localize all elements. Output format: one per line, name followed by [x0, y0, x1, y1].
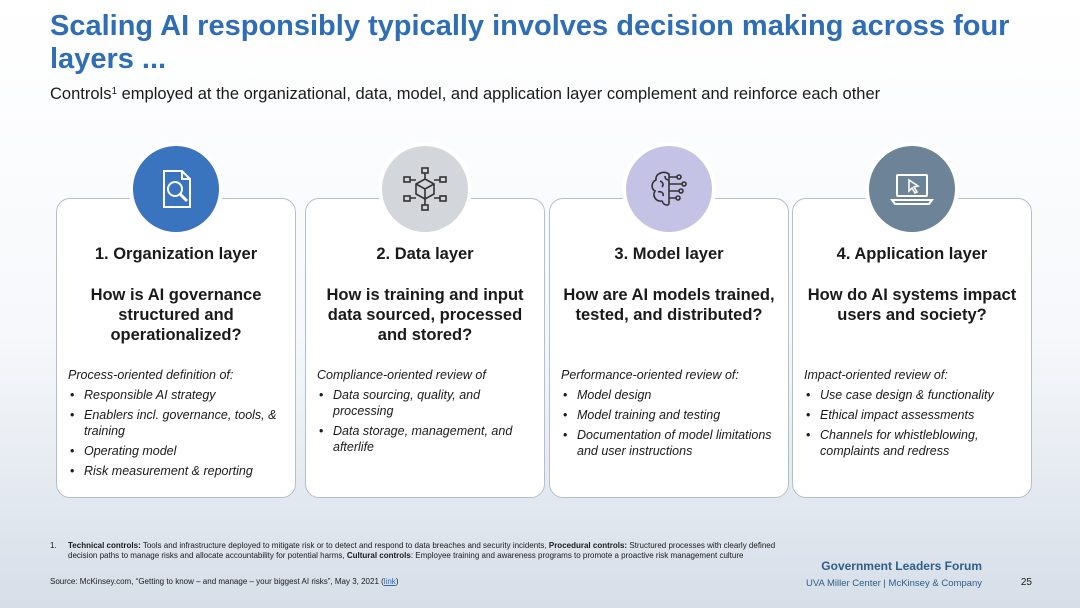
- data-cube-network-icon: [378, 142, 472, 236]
- slide-subtitle: Controls1 employed at the organizational…: [50, 84, 1060, 104]
- list-item: Channels for whistleblowing, complaints …: [804, 427, 1022, 459]
- laptop-cursor-icon: [865, 142, 959, 236]
- source-end: ): [395, 577, 399, 586]
- footnote-label-cultural: Cultural controls: [346, 551, 411, 560]
- layer-title: 4. Application layer: [836, 245, 988, 263]
- footnote-text: Technical controls: Tools and infrastruc…: [50, 541, 790, 561]
- list-item: Operating model: [68, 443, 286, 459]
- footnote-number: 1.: [50, 541, 57, 550]
- list-item: Use case design & functionality: [804, 387, 1022, 403]
- layer-title: 2. Data layer: [376, 245, 474, 263]
- list-item: Data sourcing, quality, and processing: [317, 387, 535, 419]
- footnote-marker: 1: [111, 86, 118, 97]
- card-data-layer: 2. Data layer How is training and input …: [305, 198, 545, 498]
- forum-affiliation: UVA Miller Center | McKinsey & Company: [806, 578, 982, 589]
- layer-title: 3. Model layer: [614, 245, 724, 263]
- footnote-technical-text: Tools and infrastructure deployed to mit…: [140, 541, 549, 550]
- document-search-icon: [129, 142, 223, 236]
- footnote-procedural-text: Structured processes with clearly define…: [68, 541, 776, 560]
- footnote-cultural-text: : Employee training and awareness progra…: [410, 551, 744, 560]
- layer-review: Process-oriented definition of: Responsi…: [68, 367, 286, 483]
- list-item: Ethical impact assessments: [804, 407, 1022, 423]
- page-number: 25: [1020, 577, 1032, 588]
- layer-question: How is training and input data sourced, …: [326, 286, 524, 344]
- layer-question: How is AI governance structured and oper…: [90, 286, 262, 344]
- footnote-label-technical: Technical controls:: [68, 541, 141, 550]
- list-item: Model training and testing: [561, 407, 779, 423]
- layer-question: How do AI systems impact users and socie…: [807, 286, 1017, 324]
- subtitle-text-start: Controls: [50, 85, 112, 103]
- bullet-list: Model design Model training and testing …: [561, 387, 779, 459]
- source-text: Source: McKinsey.com, “Getting to know –…: [50, 577, 384, 586]
- list-item: Model design: [561, 387, 779, 403]
- list-item: Responsible AI strategy: [68, 387, 286, 403]
- card-model-layer: 3. Model layer How are AI models trained…: [549, 198, 789, 498]
- bullet-list: Data sourcing, quality, and processing D…: [317, 387, 535, 455]
- review-intro: Performance-oriented review of:: [561, 368, 739, 382]
- bullet-list: Use case design & functionality Ethical …: [804, 387, 1022, 459]
- review-intro: Process-oriented definition of:: [68, 368, 234, 382]
- layer-review: Impact-oriented review of: Use case desi…: [804, 367, 1022, 463]
- card-organization-layer: 1. Organization layer How is AI governan…: [56, 198, 296, 498]
- slide-title: Scaling AI responsibly typically involve…: [50, 10, 1010, 75]
- layer-review: Compliance-oriented review of Data sourc…: [317, 367, 535, 459]
- list-item: Documentation of model limitations and u…: [561, 427, 779, 459]
- list-item: Data storage, management, and afterlife: [317, 423, 535, 455]
- layer-title: 1. Organization layer: [94, 245, 258, 263]
- footnote: 1. Technical controls: Tools and infrast…: [50, 541, 790, 561]
- footnote-label-procedural: Procedural controls:: [548, 541, 628, 550]
- subtitle-text-end: employed at the organizational, data, mo…: [117, 85, 881, 103]
- list-item: Risk measurement & reporting: [68, 463, 286, 479]
- review-intro: Compliance-oriented review of: [317, 368, 486, 382]
- brain-circuit-icon: [622, 142, 716, 236]
- card-application-layer: 4. Application layer How do AI systems i…: [792, 198, 1032, 498]
- list-item: Enablers incl. governance, tools, & trai…: [68, 407, 286, 439]
- layer-review: Performance-oriented review of: Model de…: [561, 367, 779, 463]
- layer-question: How are AI models trained, tested, and d…: [563, 286, 775, 324]
- source-line: Source: McKinsey.com, “Getting to know –…: [50, 577, 750, 587]
- source-link[interactable]: link: [383, 577, 396, 586]
- bullet-list: Responsible AI strategy Enablers incl. g…: [68, 387, 286, 479]
- review-intro: Impact-oriented review of:: [804, 368, 948, 382]
- forum-name: Government Leaders Forum: [821, 559, 982, 573]
